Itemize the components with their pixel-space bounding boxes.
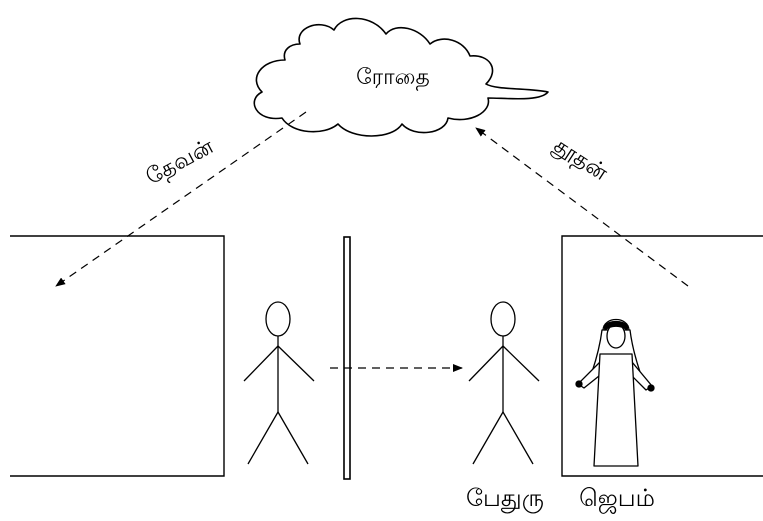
person-label: பேதுரு [466,484,544,513]
cloud [253,17,549,137]
robed-person-label: ஜெபம் [579,484,655,514]
stick-figure-right [468,301,540,465]
cloud-label: ரோதை [356,65,430,91]
right-dashed-arrow [475,127,689,287]
robed-figure [575,318,655,467]
left-room [10,235,225,477]
wall-barrier [343,236,351,480]
left-dashed-arrow [55,111,307,287]
left-arrow-label: தேவன் [142,134,219,191]
right-room [561,235,763,477]
right-arrow-label: தூதன் [549,133,613,187]
stick-figure-left [243,301,315,465]
